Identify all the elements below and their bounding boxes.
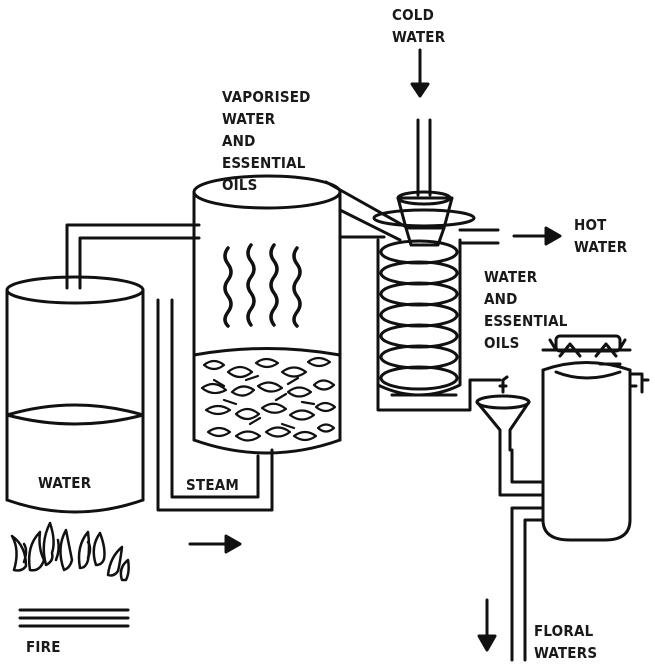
label-line: OILS [484, 334, 520, 352]
boiler-tank [5, 275, 145, 514]
vapour-pipe [324, 180, 410, 242]
separator-funnel [475, 375, 545, 497]
cold-water-pipe [416, 118, 432, 197]
cold-water-arrow [410, 48, 430, 98]
label-line: WATERS [534, 644, 598, 662]
condenser-funnel [372, 190, 476, 247]
florentine-flask [541, 334, 650, 542]
cold-water-label: COLD WATER [392, 4, 445, 48]
label-line: STEAM [186, 476, 240, 494]
label-line: WATER [38, 474, 92, 492]
label-line: WATER [222, 110, 276, 128]
condenser-outlet [376, 378, 502, 412]
label-line: VAPORISED [222, 88, 311, 106]
still-vessel [192, 174, 342, 455]
label-line: FIRE [26, 638, 61, 656]
label-line: OILS [222, 176, 258, 194]
label-line: ESSENTIAL [222, 154, 306, 172]
floral-waters-label: FLORAL WATERS [534, 620, 597, 664]
label-line: WATER [484, 268, 538, 286]
water-label: WATER [38, 472, 91, 494]
steam-pipe [65, 223, 274, 512]
steam-label: STEAM [186, 474, 239, 496]
plant-material [200, 356, 337, 442]
fire-flames [10, 521, 130, 582]
label-line: WATER [392, 28, 446, 46]
hot-water-label: HOT WATER [574, 214, 627, 258]
water-oils-label: WATER AND ESSENTIAL OILS [484, 266, 568, 354]
condenser-coil [376, 228, 500, 397]
label-line: WATER [574, 238, 628, 256]
label-line: AND [222, 132, 256, 150]
flow-arrow [188, 534, 242, 554]
label-line: COLD [392, 6, 434, 24]
label-line: HOT [574, 216, 607, 234]
fire-base [18, 608, 130, 628]
label-line: ESSENTIAL [484, 312, 568, 330]
fire-label: FIRE [26, 636, 61, 658]
vaporised-label: VAPORISED WATER AND ESSENTIAL OILS [222, 86, 311, 196]
hot-water-arrow [512, 226, 562, 246]
floral-waters-arrow [477, 598, 497, 652]
floral-waters-pipe [510, 506, 545, 662]
water-surface [5, 403, 145, 417]
label-line: AND [484, 290, 518, 308]
vapour-wiggles [223, 243, 302, 328]
label-line: FLORAL [534, 622, 594, 640]
